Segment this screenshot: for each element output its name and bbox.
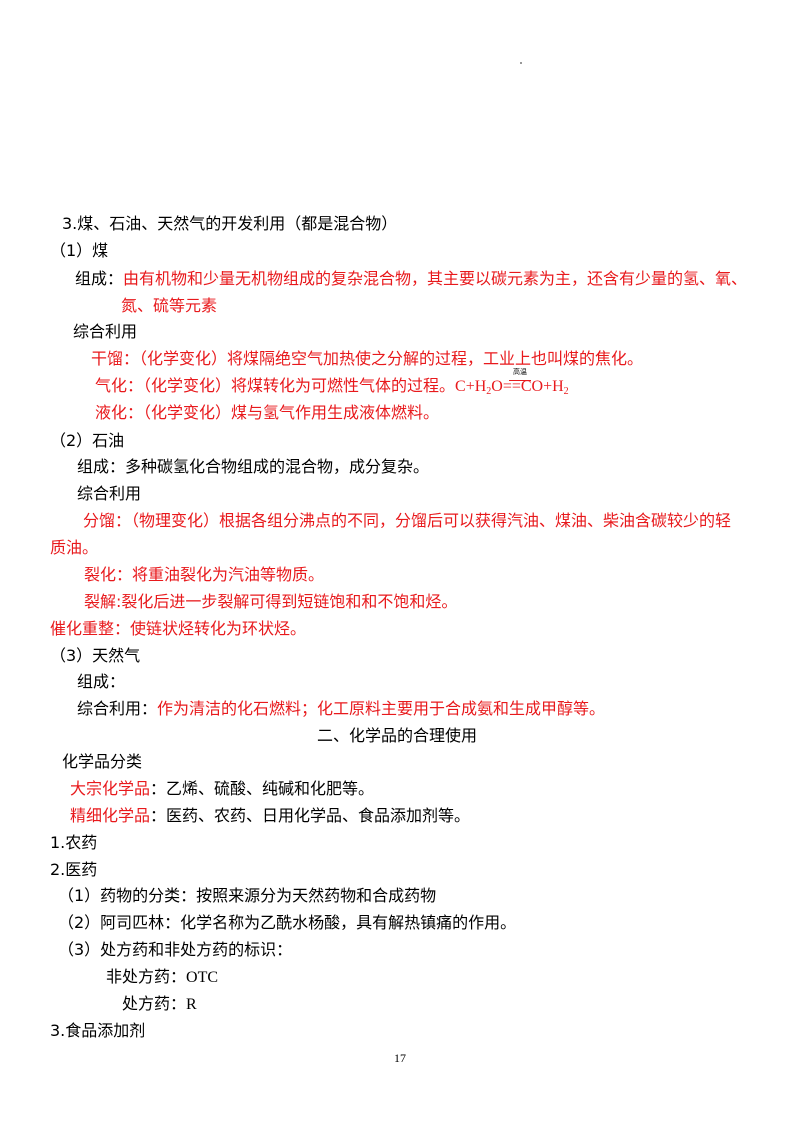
item-pesticides: 1.农药 xyxy=(50,833,98,852)
fine-chemicals-line: 精细化学品：医药、农药、日用化学品、食品添加剂等。 xyxy=(70,805,470,827)
gas-utilization-label: 综合利用： xyxy=(77,699,158,718)
coal-utilization-label: 综合利用 xyxy=(73,322,138,341)
coal-composition-text: 由有机物和少量无机物组成的复杂混合物，其主要以碳元素为主，还含有少量的氢、氧、 xyxy=(123,269,748,288)
gas-utilization-line: 综合利用：作为清洁的化石燃料；化工原料主要用于合成氨和生成甲醇等。 xyxy=(77,698,605,720)
scan-dot xyxy=(520,62,522,64)
oil-fractionation-continued: 质油。 xyxy=(50,538,99,557)
oil-deep-cracking: 裂解:裂化后进一步裂解可得到短链饱和和不饱和烃。 xyxy=(84,592,458,611)
coal-composition-label: 组成： xyxy=(75,269,124,288)
gas-heading: （3）天然气 xyxy=(50,646,141,665)
rx-line: 处方药：R xyxy=(122,993,197,1016)
bulk-chemicals-label: 大宗化学品 xyxy=(70,779,151,798)
gasification-equation: C+H2O==CO+H2 xyxy=(455,378,569,397)
page-number: 17 xyxy=(394,1051,406,1065)
fine-chemicals-label: 精细化学品 xyxy=(70,806,151,825)
oil-utilization-label: 综合利用 xyxy=(77,484,142,503)
oil-cracking: 裂化：将重油裂化为汽油等物质。 xyxy=(84,565,325,584)
gas-utilization-text: 作为清洁的化石燃料；化工原料主要用于合成氨和生成甲醇等。 xyxy=(157,699,606,718)
rx-label: 处方药： xyxy=(122,994,187,1013)
drug-classes: （1）药物的分类：按照来源分为天然药物和合成药物 xyxy=(58,886,437,905)
fine-chemicals-text: ：医药、农药、日用化学品、食品添加剂等。 xyxy=(150,806,471,825)
section-heading: 3.煤、石油、天然气的开发利用（都是混合物） xyxy=(62,214,398,233)
equation-condition-bar xyxy=(509,380,531,381)
equation-condition: 高温 xyxy=(513,368,527,376)
otc-value: OTC xyxy=(186,969,219,986)
oil-reforming: 催化重整：使链状烃转化为环状烃。 xyxy=(50,619,307,638)
coal-liquefaction: 液化：（化学变化）煤与氢气作用生成液体燃料。 xyxy=(95,403,440,422)
coal-composition-continued: 氮、硫等元素 xyxy=(121,296,218,315)
oil-heading: （2）石油 xyxy=(50,431,125,450)
coal-gasification-line: 气化：（化学变化）将煤转化为可燃性气体的过程。C+H2O==CO+H2 xyxy=(95,375,569,398)
otc-label: 非处方药： xyxy=(106,967,187,986)
rx-value: R xyxy=(186,996,197,1013)
bulk-chemicals-line: 大宗化学品：乙烯、硫酸、纯碱和化肥等。 xyxy=(70,778,374,800)
oil-composition: 组成：多种碳氢化合物组成的混合物，成分复杂。 xyxy=(77,457,430,476)
bulk-chemicals-text: ：乙烯、硫酸、纯碱和化肥等。 xyxy=(150,779,375,798)
part2-title: 二、化学品的合理使用 xyxy=(317,726,478,745)
coal-composition-line: 组成：由有机物和少量无机物组成的复杂混合物，其主要以碳元素为主，还含有少量的氢、… xyxy=(75,268,747,290)
item-medicine: 2.医药 xyxy=(50,860,98,879)
coal-dry-distillation: 干馏：（化学变化）将煤隔绝空气加热使之分解的过程，工业上也叫煤的焦化。 xyxy=(91,349,644,368)
classification-heading: 化学品分类 xyxy=(62,752,143,771)
coal-heading: （1）煤 xyxy=(50,241,109,260)
aspirin: （2）阿司匹林：化学名称为乙酰水杨酸，具有解热镇痛的作用。 xyxy=(58,913,517,932)
gas-composition: 组成： xyxy=(77,672,126,691)
oil-fractionation: 分馏：（物理变化）根据各组分沸点的不同，分馏后可以获得汽油、煤油、柴油含碳较少的… xyxy=(83,511,732,530)
item-food-additives: 3.食品添加剂 xyxy=(50,1021,146,1040)
otc-line: 非处方药：OTC xyxy=(106,966,218,989)
coal-gasification-text: 气化：（化学变化）将煤转化为可燃性气体的过程。 xyxy=(95,376,456,395)
drug-labels-heading: （3）处方药和非处方药的标识： xyxy=(58,940,293,959)
